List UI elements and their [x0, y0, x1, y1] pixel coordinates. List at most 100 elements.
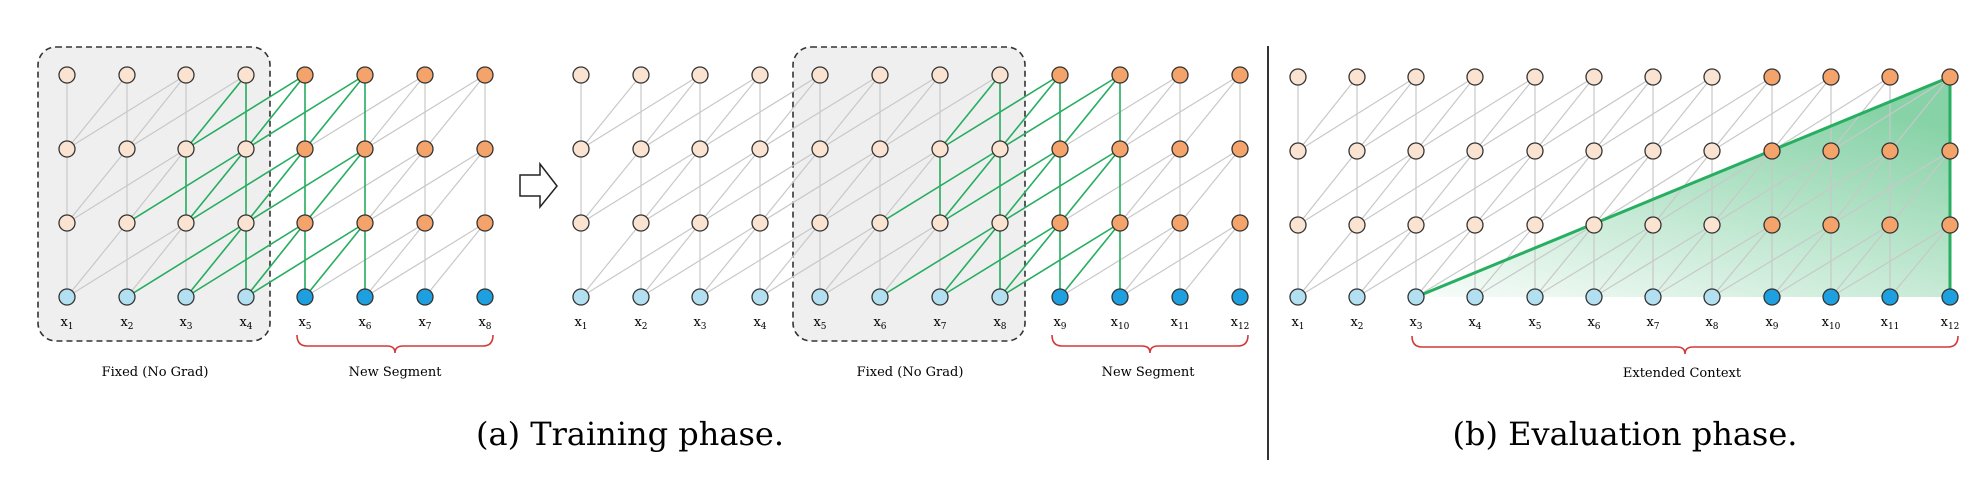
hidden-node — [1231, 214, 1249, 232]
connection-edge — [66, 74, 187, 150]
hidden-node — [177, 66, 195, 84]
connection-edge — [1889, 224, 1951, 298]
hidden-node — [1941, 68, 1959, 86]
hidden-node — [1051, 140, 1069, 158]
hidden-node — [931, 66, 949, 84]
hidden-node — [1466, 68, 1484, 86]
connection-edge — [1771, 150, 1891, 226]
connection-edge — [1593, 76, 1654, 152]
hidden-node — [118, 140, 136, 158]
connection-edge — [1771, 224, 1891, 298]
hidden-node — [572, 66, 590, 84]
input-node — [1407, 288, 1425, 306]
connection-edge — [640, 222, 701, 298]
token-label: x5 — [1528, 315, 1541, 332]
connection-edge — [1179, 222, 1241, 298]
hidden-node — [1289, 216, 1307, 234]
hidden-node — [871, 214, 889, 232]
input-node — [1289, 288, 1307, 306]
connection-edge — [1771, 76, 1832, 152]
connection-edge — [126, 148, 187, 224]
input-node — [1466, 288, 1484, 306]
connection-edge — [1711, 224, 1832, 298]
connection-edge — [1593, 150, 1654, 226]
connection-edge — [1711, 224, 1773, 298]
hidden-node — [1348, 68, 1366, 86]
token-label: x6 — [358, 315, 371, 332]
connection-edge — [1415, 224, 1536, 298]
input-node — [1231, 288, 1249, 306]
dependency-edge — [245, 148, 306, 224]
input-node — [1881, 288, 1899, 306]
connection-edge — [1593, 224, 1713, 298]
token-label: x7 — [418, 315, 431, 332]
hidden-node — [572, 214, 590, 232]
hidden-node — [296, 66, 314, 84]
token-label: x3 — [1409, 315, 1422, 332]
hidden-node — [1585, 142, 1603, 160]
connection-edge — [1652, 76, 1713, 152]
connection-edge — [1652, 76, 1773, 152]
token-label: x4 — [753, 315, 766, 332]
dependency-edge — [245, 222, 306, 298]
connection-edge — [1534, 224, 1654, 298]
connection-edge — [1179, 74, 1241, 150]
token-label: x1 — [1291, 315, 1304, 332]
hidden-node — [1644, 216, 1662, 234]
hidden-node — [58, 66, 76, 84]
input-node — [476, 288, 494, 306]
hidden-node — [991, 140, 1009, 158]
hidden-node — [632, 66, 650, 84]
connection-edge — [819, 74, 881, 150]
connection-edge — [699, 148, 761, 224]
connection-edge — [126, 74, 187, 150]
hidden-node — [177, 214, 195, 232]
new-segment-label: New Segment — [349, 365, 443, 380]
hidden-node — [296, 214, 314, 232]
connection-edge — [1415, 76, 1536, 152]
hidden-node — [1763, 216, 1781, 234]
token-label: x12 — [1941, 315, 1960, 332]
hidden-node — [1111, 214, 1129, 232]
connection-edge — [1297, 224, 1417, 298]
hidden-node — [416, 66, 434, 84]
hidden-node — [1763, 68, 1781, 86]
connection-edge — [1119, 148, 1181, 224]
token-label: x8 — [478, 315, 491, 332]
connection-edge — [1356, 76, 1476, 152]
connection-edge — [1711, 76, 1773, 152]
hidden-node — [1289, 142, 1307, 160]
hidden-node — [416, 140, 434, 158]
connection-edge — [1652, 150, 1773, 226]
hidden-node — [1763, 142, 1781, 160]
connection-edge — [819, 74, 941, 150]
dependency-edge — [939, 222, 1001, 298]
dependency-edge — [999, 148, 1121, 224]
connection-edge — [126, 222, 187, 298]
token-label: x12 — [1231, 315, 1250, 332]
input-node — [811, 288, 829, 306]
hidden-node — [931, 214, 949, 232]
hidden-node — [632, 140, 650, 158]
hidden-node — [1171, 214, 1189, 232]
hidden-node — [991, 66, 1009, 84]
hidden-node — [1585, 68, 1603, 86]
hidden-node — [811, 66, 829, 84]
hidden-node — [1585, 216, 1603, 234]
token-label: x3 — [693, 315, 706, 332]
hidden-node — [356, 140, 374, 158]
connection-edge — [1534, 150, 1654, 226]
input-node — [1644, 288, 1662, 306]
connection-edge — [1593, 150, 1713, 226]
connection-edge — [1593, 224, 1654, 298]
connection-edge — [759, 148, 821, 224]
hidden-node — [1407, 216, 1425, 234]
hidden-node — [1348, 216, 1366, 234]
hidden-node — [1941, 216, 1959, 234]
connection-edge — [1119, 222, 1241, 298]
connection-edge — [66, 148, 187, 224]
token-label: x9 — [1053, 315, 1066, 332]
connection-edge — [1474, 76, 1595, 152]
